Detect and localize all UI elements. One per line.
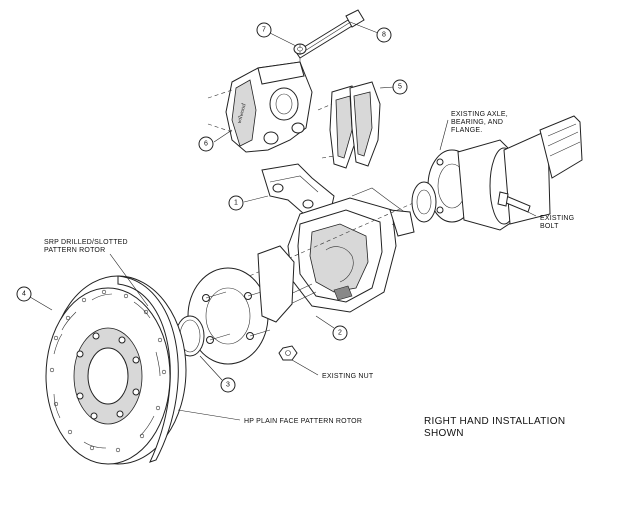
callout-3: 3	[220, 377, 236, 393]
callout-3-text: 3	[226, 382, 230, 389]
leader-lines	[29, 21, 537, 421]
existing-nut	[278, 345, 298, 361]
installation-note-line1: RIGHT HAND INSTALLATION	[424, 416, 565, 427]
callout-1: 1	[228, 195, 244, 211]
callout-1-text: 1	[234, 200, 238, 207]
existing-axle-label-1: EXISTING AXLE,	[451, 111, 508, 118]
hp-rotor-label: HP PLAIN FACE PATTERN ROTOR	[244, 418, 362, 425]
callout-6-text: 6	[204, 141, 208, 148]
srp-rotor-label-1: SRP DRILLED/SLOTTED	[44, 239, 128, 246]
adapter-bracket	[257, 245, 295, 323]
installation-note-line2: SHOWN	[424, 428, 464, 439]
callout-2: 2	[332, 325, 348, 341]
callout-4: 4	[16, 286, 32, 302]
existing-bolt-label-2: BOLT	[540, 223, 559, 230]
existing-bolt-label-1: EXISTING	[540, 215, 574, 222]
brake-rotor	[45, 275, 187, 465]
callout-5-text: 5	[398, 84, 402, 91]
callout-4-text: 4	[22, 291, 26, 298]
existing-nut-label: EXISTING NUT	[322, 373, 374, 380]
callout-8-text: 8	[382, 32, 386, 39]
existing-axle-label-3: FLANGE.	[451, 127, 482, 134]
axle-flange	[427, 115, 583, 231]
callout-7: 7	[256, 22, 272, 38]
callout-5: 5	[392, 79, 408, 95]
bearing-ring	[411, 181, 437, 223]
existing-bolt	[497, 191, 531, 213]
callout-2-text: 2	[338, 330, 342, 337]
brake-pad-rear	[349, 81, 381, 167]
callout-6: 6	[198, 136, 214, 152]
srp-rotor-label-2: PATTERN ROTOR	[44, 247, 105, 254]
existing-axle-label-2: BEARING, AND	[451, 119, 503, 126]
callout-7-text: 7	[262, 27, 266, 34]
brake-caliper: wilwood	[225, 61, 313, 153]
caliper-bolt	[295, 9, 365, 59]
svg-text:wilwood: wilwood	[237, 102, 248, 124]
callout-8: 8	[376, 27, 392, 43]
